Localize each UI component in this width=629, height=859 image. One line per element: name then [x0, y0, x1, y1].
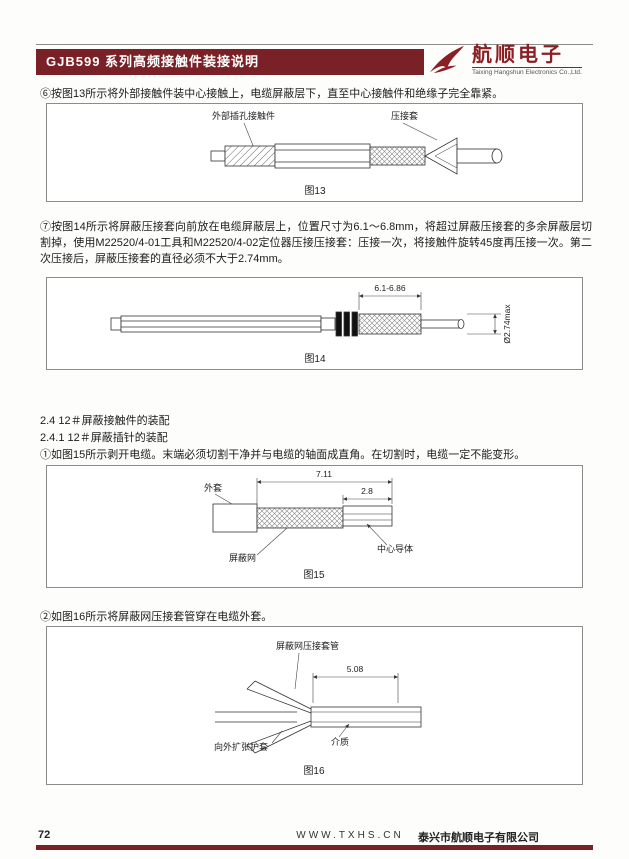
- figure-16-drawing: 屏蔽网压接套管 5.08 向外扩张护套: [214, 640, 422, 777]
- figure-14-box: 6.1-6.86 Ø2.74max 图14: [46, 277, 583, 370]
- section-2-4-1-heading: 2.4.1 12＃屏蔽插针的装配: [40, 432, 168, 444]
- fig14-label: 图14: [304, 353, 326, 365]
- fig15-callout-conductor-label: 中心导体: [377, 543, 413, 554]
- fig15-tip-dim-text: 2.8: [361, 486, 373, 496]
- fig15-total-dim-text: 7.11: [316, 469, 332, 479]
- fig13-connector-shape: [210, 137, 503, 175]
- footer-rule: [36, 845, 593, 850]
- section-2-4-heading: 2.4 12＃屏蔽接触件的装配: [40, 415, 170, 427]
- brand-text: 航顺电子 Taixing Hangshun Electronics Co.,Lt…: [472, 44, 582, 76]
- figure-14-drawing: 6.1-6.86 Ø2.74max 图14: [110, 283, 512, 365]
- fig16-dimension: [312, 673, 399, 703]
- page-number: 72: [38, 829, 51, 841]
- fig14-length-dimension: [358, 292, 422, 310]
- fig15-label: 图15: [303, 569, 325, 581]
- fig13-callout-sleeve-label: 压接套: [391, 110, 418, 121]
- figure-13-drawing: 外部插孔接触件 压接套 图13: [210, 110, 503, 197]
- fig16-flare-and-tube-shape: [215, 680, 422, 754]
- fig16-callout-medium-label: 介质: [331, 736, 349, 747]
- paragraph-step2: ②如图16所示将屏蔽网压接套管穿在电缆外套。: [40, 611, 273, 623]
- fig15-callout-jacket-label: 外套: [204, 482, 222, 493]
- paragraph-step1: ①如图15所示剥开电缆。末端必须切割干净并与电缆的轴面成直角。在切割时，电缆一定…: [40, 449, 526, 461]
- fig16-callout-flare-label: 向外扩张护套: [214, 741, 268, 752]
- fig13-callout-contact-label: 外部插孔接触件: [212, 110, 275, 121]
- footer-website: WWW.TXHS.CN: [296, 830, 404, 841]
- figure-15-drawing: 7.11 2.8 外套 屏蔽网 中心导体 图15: [204, 469, 413, 581]
- fig16-callout-tube-label: 屏蔽网压接套管: [276, 640, 339, 651]
- figure-16-box: 屏蔽网压接套管 5.08 向外扩张护套: [46, 626, 583, 785]
- fig16-dim-text: 5.08: [347, 664, 364, 674]
- fig14-diameter-dim-text: Ø2.74max: [502, 304, 512, 344]
- paragraph-step7: ⑦按图14所示将屏蔽压接套向前放在电缆屏蔽层上，位置尺寸为6.1～6.8mm，将…: [40, 221, 592, 265]
- brand-bird-icon: [430, 45, 464, 74]
- fig15-tip-dimension: [342, 495, 392, 504]
- fig16-label: 图16: [303, 765, 325, 777]
- fig14-cable-shape: [110, 311, 465, 337]
- footer-company: 泰兴市航顺电子有限公司: [418, 832, 539, 844]
- brand-logo: 航顺电子 Taixing Hangshun Electronics Co.,Lt…: [428, 44, 593, 76]
- header-rule: [36, 44, 593, 45]
- fig15-callout-braid-label: 屏蔽网: [229, 552, 256, 563]
- brand-name: 航顺电子: [472, 44, 564, 66]
- fig14-length-dim-text: 6.1-6.86: [374, 283, 405, 293]
- brand-subtitle: Taixing Hangshun Electronics Co.,Ltd.: [472, 67, 582, 76]
- figure-13-box: 外部插孔接触件 压接套 图13: [46, 103, 583, 202]
- figure-15-box: 7.11 2.8 外套 屏蔽网 中心导体 图15: [46, 465, 583, 588]
- paragraph-step6: ⑥按图13所示将外部接触件装中心接触上，电缆屏蔽层下，直至中心接触件和绝缘子完全…: [40, 88, 504, 100]
- page-title: GJB599 系列高频接触件装接说明: [36, 49, 424, 75]
- fig14-diameter-dimension: [467, 313, 501, 335]
- fig15-total-dimension: [256, 478, 393, 506]
- fig15-cable-shape: [212, 503, 393, 533]
- fig13-label: 图13: [304, 185, 326, 197]
